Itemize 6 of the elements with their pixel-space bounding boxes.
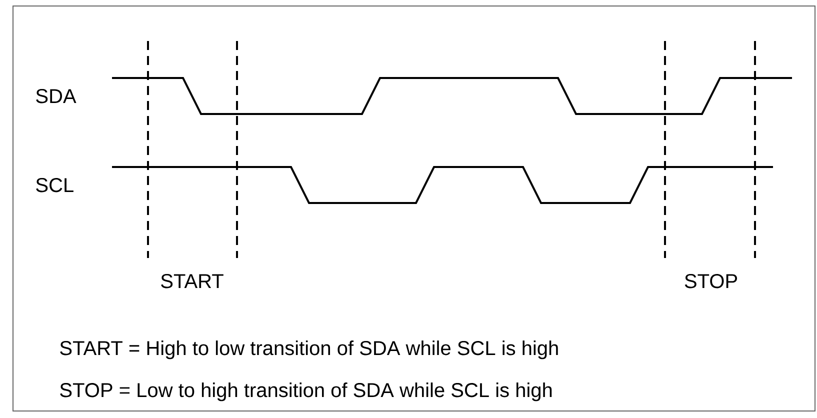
note: START = High to low transition of SDA while SCL is high	[60, 340, 558, 360]
signal-name: SCL	[36, 178, 74, 192]
signal-name: SDA	[36, 89, 76, 104]
condition-label: STOP	[684, 274, 737, 288]
condition-label: START	[161, 274, 224, 288]
note: STOP = Low to high transition of SDA while SCL is high	[60, 382, 552, 402]
